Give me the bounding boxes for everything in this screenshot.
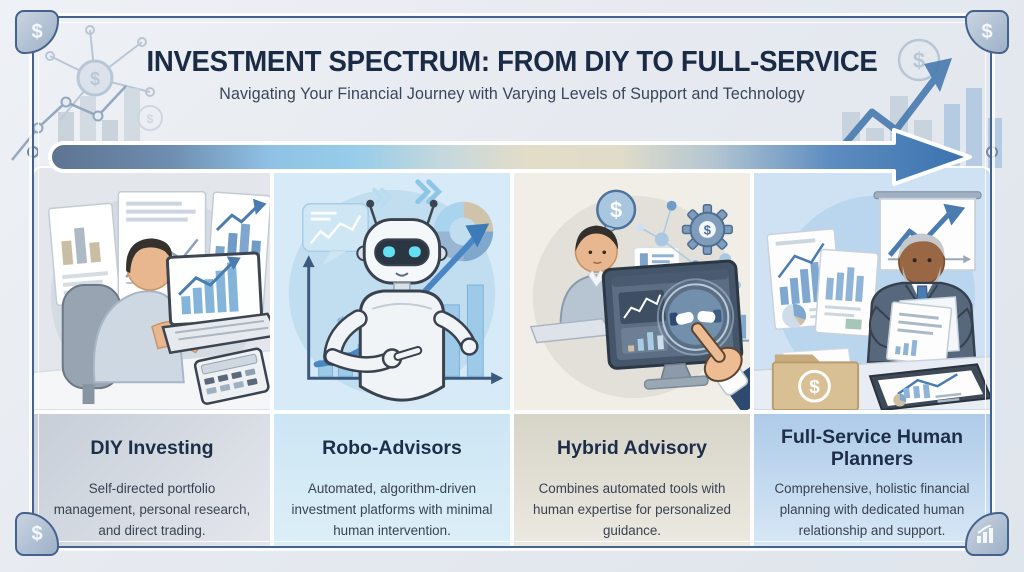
- hybrid-scene: $: [529, 189, 750, 410]
- column-full-service-planners: $ Full: [754, 168, 990, 546]
- robo-advisors-illustration: $: [274, 168, 510, 410]
- robot-icon: [323, 199, 479, 402]
- dollar-icon: $: [31, 20, 43, 43]
- svg-text:$: $: [610, 198, 622, 223]
- planner-person: [866, 233, 977, 366]
- column-description: Automated, algorithm-driven investment p…: [291, 481, 493, 539]
- page-subtitle: Navigating Your Financial Journey with V…: [219, 85, 805, 104]
- laptop-icon: [161, 251, 270, 355]
- robo-text-panel: Robo-Advisors Automated, algorithm-drive…: [274, 410, 510, 546]
- column-title: Robo-Advisors: [322, 436, 462, 459]
- person-at-laptop-scene: [34, 191, 270, 410]
- robot-scene: $: [288, 179, 504, 402]
- diy-investing-illustration: [34, 168, 270, 410]
- full-service-illustration: $: [754, 168, 990, 410]
- bar-doodle-left: [11, 85, 140, 161]
- tablet-charts-icon: [868, 363, 990, 410]
- svg-text:$: $: [704, 222, 711, 237]
- column-description: Comprehensive, holistic financial planni…: [774, 481, 970, 539]
- documents-icon: [885, 296, 960, 366]
- dollar-icon: $: [31, 522, 43, 545]
- dollar-folder-icon: $: [771, 347, 860, 410]
- planner-scene: $: [754, 191, 990, 410]
- speech-bubble-chart-icon: [301, 202, 369, 266]
- network-doodle-left: $ $: [45, 25, 163, 131]
- svg-text:$: $: [90, 69, 100, 89]
- column-description: Combines automated tools with human expe…: [533, 481, 731, 539]
- header: INVESTMENT SPECTRUM: FROM DIY TO FULL-SE…: [0, 46, 1024, 104]
- chart-papers: [766, 228, 879, 337]
- column-title: DIY Investing: [90, 436, 214, 459]
- svg-text:$: $: [147, 112, 154, 126]
- diy-text-panel: DIY Investing Self-directed portfolio ma…: [34, 410, 270, 546]
- column-description: Self-directed portfolio management, pers…: [53, 481, 251, 539]
- handshake-icon: [669, 309, 722, 326]
- column-diy-investing: DIY Investing Self-directed portfolio ma…: [34, 168, 270, 546]
- gear-dollar-icon: $: [681, 203, 733, 256]
- column-robo-advisors: $: [274, 168, 510, 546]
- rising-arrow-doodle: [834, 58, 952, 156]
- page-title: INVESTMENT SPECTRUM: FROM DIY TO FULL-SE…: [146, 46, 878, 78]
- column-hybrid-advisory: $: [514, 168, 750, 546]
- columns-container: DIY Investing Self-directed portfolio ma…: [34, 168, 990, 546]
- chevrons-icon: [372, 179, 443, 208]
- bar-chart-icon: [977, 525, 993, 543]
- hybrid-text-panel: Hybrid Advisory Combines automated tools…: [514, 410, 750, 546]
- hybrid-advisory-illustration: $: [514, 168, 750, 410]
- column-title: Full-Service Human Planners: [780, 425, 964, 470]
- monitor-dashboard-icon: [601, 259, 744, 390]
- full-service-text-panel: Full-Service Human Planners Comprehensiv…: [754, 410, 990, 546]
- svg-text:$: $: [809, 376, 820, 397]
- calculator-icon: [193, 347, 270, 405]
- column-title: Hybrid Advisory: [557, 436, 707, 459]
- spectrum-arrow: [48, 128, 972, 186]
- dollar-icon: $: [981, 20, 993, 43]
- svg-text:$: $: [913, 48, 925, 73]
- pointing-hand-icon: [691, 322, 750, 410]
- donut-chart-icon: [433, 201, 494, 262]
